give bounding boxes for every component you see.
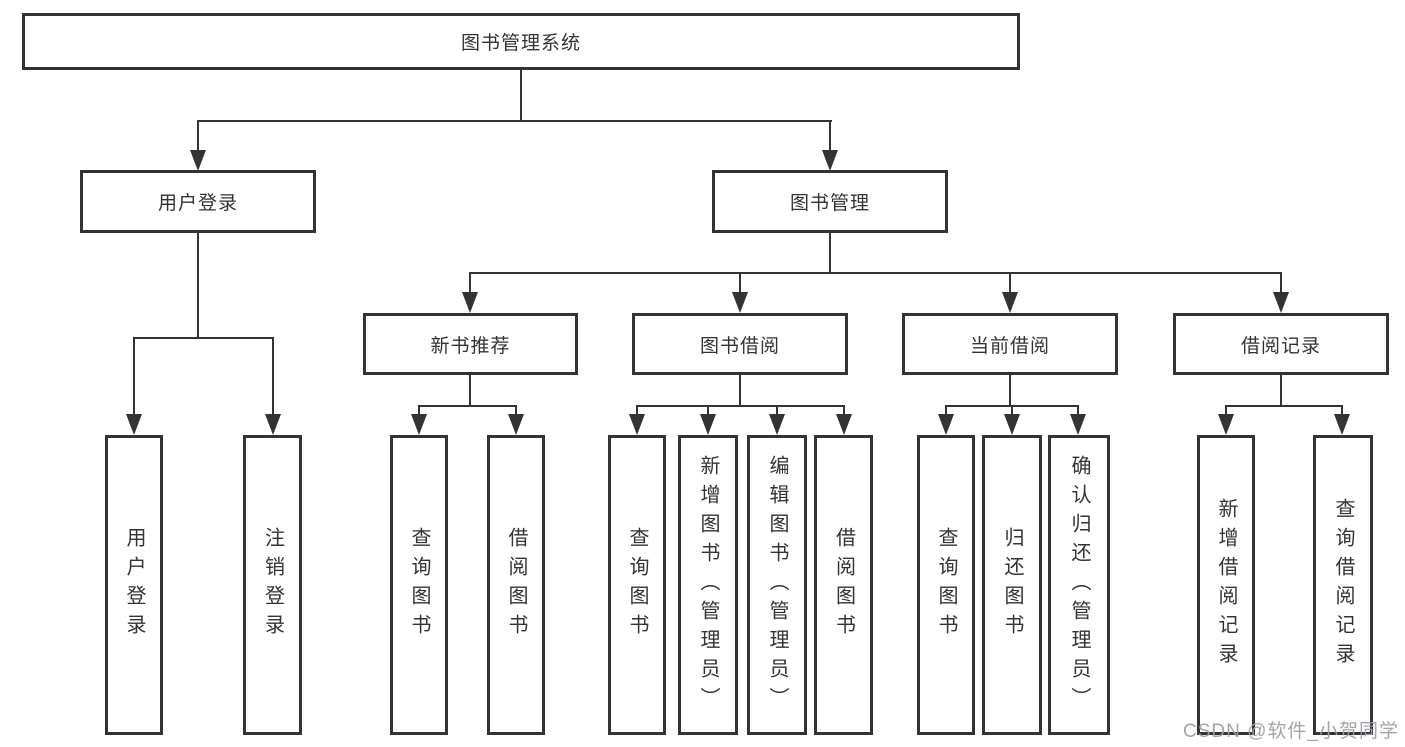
connector-line xyxy=(418,405,517,407)
node-new-book-recommend-label: 新书推荐 xyxy=(430,335,511,357)
node-current-borrow-label: 当前借阅 xyxy=(969,335,1050,357)
leaf-borrow-books-recommend-label: 借阅图书 xyxy=(505,527,527,643)
arrow-down xyxy=(190,121,206,171)
leaf-edit-books-admin-label: 编辑图书（管理员） xyxy=(766,454,788,716)
leaf-user-login: 用户登录 xyxy=(105,435,163,735)
connector-line xyxy=(520,69,522,122)
leaf-logout-label: 注销登录 xyxy=(261,527,284,643)
node-root-label: 图书管理系统 xyxy=(460,33,581,54)
arrow-down xyxy=(126,338,142,435)
connector-line xyxy=(829,233,831,274)
leaf-return-books: 归还图书 xyxy=(982,435,1042,735)
leaf-return-books-label: 归还图书 xyxy=(1001,527,1023,643)
leaf-user-login-label: 用户登录 xyxy=(123,527,145,643)
connector-line xyxy=(1009,375,1011,407)
arrow-down xyxy=(836,406,852,435)
connector-line xyxy=(1225,405,1343,407)
arrow-down xyxy=(732,273,748,313)
node-user-login-label: 用户登录 xyxy=(157,193,238,214)
leaf-query-books-recommend: 查询图书 xyxy=(390,435,448,735)
leaf-query-books-current-label: 查询图书 xyxy=(935,527,957,643)
node-book-management-label: 图书管理 xyxy=(789,193,870,214)
arrow-down xyxy=(508,406,524,435)
node-book-borrow: 图书借阅 xyxy=(632,313,848,375)
csdn-watermark: CSDN @软件_小贺同学 xyxy=(1183,721,1399,742)
node-book-borrow-label: 图书借阅 xyxy=(699,335,780,357)
connector-line xyxy=(469,375,471,407)
arrow-down xyxy=(265,338,281,435)
leaf-query-books-borrow-label: 查询图书 xyxy=(626,527,648,643)
arrow-down xyxy=(822,121,838,171)
node-borrow-records-label: 借阅记录 xyxy=(1240,335,1321,357)
leaf-query-books-recommend-label: 查询图书 xyxy=(408,527,430,643)
arrow-down xyxy=(1218,406,1234,435)
arrow-down xyxy=(700,406,716,435)
connector-line xyxy=(1280,375,1282,407)
node-user-login: 用户登录 xyxy=(80,170,316,233)
arrow-down xyxy=(938,406,954,435)
leaf-query-books-current: 查询图书 xyxy=(917,435,975,735)
node-root: 图书管理系统 xyxy=(22,13,1020,70)
arrow-down xyxy=(1070,406,1086,435)
connector-line xyxy=(469,272,1282,274)
leaf-add-borrow-record: 新增借阅记录 xyxy=(1197,435,1255,735)
connector-line xyxy=(197,120,832,122)
arrow-down xyxy=(1002,273,1018,313)
connector-line xyxy=(197,233,199,339)
leaf-query-books-borrow: 查询图书 xyxy=(608,435,666,735)
connector-line xyxy=(636,405,845,407)
leaf-borrow-books-label: 借阅图书 xyxy=(832,527,855,643)
leaf-edit-books-admin: 编辑图书（管理员） xyxy=(747,435,807,735)
leaf-add-books-admin-label: 新增图书（管理员） xyxy=(697,454,719,716)
arrow-down xyxy=(1334,406,1350,435)
leaf-query-borrow-record-label: 查询借阅记录 xyxy=(1332,498,1354,672)
arrow-down xyxy=(629,406,645,435)
arrow-down xyxy=(1273,273,1289,313)
leaf-logout: 注销登录 xyxy=(243,435,302,735)
node-book-management: 图书管理 xyxy=(712,170,948,233)
connector-line xyxy=(739,375,741,407)
connector-line xyxy=(133,337,274,339)
leaf-borrow-books: 借阅图书 xyxy=(814,435,873,735)
arrow-down xyxy=(1004,406,1020,435)
arrow-down xyxy=(411,406,427,435)
leaf-confirm-return-admin-label: 确认归还（管理员） xyxy=(1068,454,1090,716)
leaf-borrow-books-recommend: 借阅图书 xyxy=(487,435,545,735)
arrow-down xyxy=(462,273,478,313)
node-borrow-records: 借阅记录 xyxy=(1173,313,1389,375)
leaf-add-books-admin: 新增图书（管理员） xyxy=(678,435,738,735)
leaf-query-borrow-record: 查询借阅记录 xyxy=(1313,435,1373,735)
node-new-book-recommend: 新书推荐 xyxy=(363,313,578,375)
arrow-down xyxy=(769,406,785,435)
node-current-borrow: 当前借阅 xyxy=(902,313,1118,375)
leaf-add-borrow-record-label: 新增借阅记录 xyxy=(1215,498,1237,672)
leaf-confirm-return-admin: 确认归还（管理员） xyxy=(1048,435,1110,735)
